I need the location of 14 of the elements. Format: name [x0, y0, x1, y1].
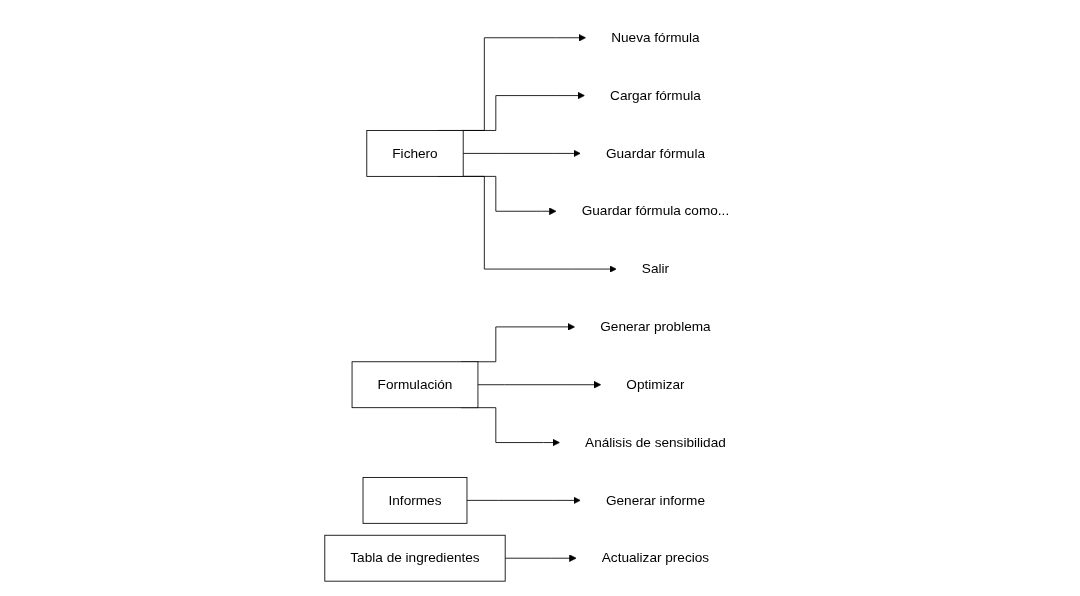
- node-text: Guardar fórmula como...: [581, 203, 730, 219]
- node-box: Tabla de ingredientes: [324, 534, 506, 582]
- node-text: Análisis de sensibilidad: [585, 434, 727, 450]
- node-text: Salir: [642, 261, 670, 276]
- node-text: Actualizar precios: [602, 550, 710, 566]
- node-box: Fichero: [366, 130, 464, 177]
- node-text: Nueva fórmula: [611, 30, 700, 45]
- node-box: Formulación: [351, 361, 479, 409]
- node-text: Cargar fórmula: [610, 87, 702, 103]
- node-text: Guardar fórmula: [606, 145, 706, 161]
- node-text: Generar informe: [606, 492, 706, 508]
- node-text: Optimizar: [626, 377, 685, 392]
- node-text: Generar problema: [600, 319, 711, 334]
- node-box: Informes: [362, 477, 468, 524]
